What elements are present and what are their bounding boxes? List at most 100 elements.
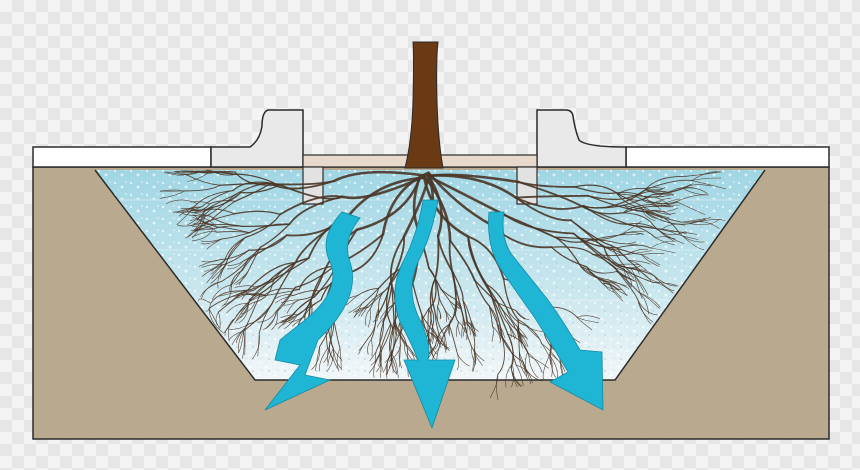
root-strand (472, 348, 475, 372)
root-strand (580, 266, 603, 284)
root-strand (617, 193, 644, 207)
root-strand (497, 336, 505, 375)
root-strand (206, 302, 212, 312)
root-strand (292, 290, 320, 296)
root-strand (430, 328, 433, 343)
root-strand (669, 187, 694, 193)
root-strand (394, 321, 410, 348)
root-strand (503, 311, 520, 332)
root-strand (264, 288, 300, 296)
root-strand (368, 353, 380, 374)
root-strand (392, 319, 396, 333)
root-strand (645, 179, 692, 191)
root-strand (587, 189, 647, 201)
root-strand (608, 279, 630, 289)
root-strand (208, 308, 220, 329)
root-strand (440, 288, 455, 299)
root-strand (467, 235, 505, 280)
root-strand (630, 268, 645, 293)
root-strand (682, 187, 708, 195)
root-strand (360, 304, 368, 317)
root-strand (601, 282, 623, 290)
root-strand (240, 184, 281, 194)
root-strand (449, 239, 476, 282)
root-strand (437, 290, 445, 310)
root-strand (628, 223, 664, 234)
root-strand (528, 355, 539, 379)
root-strand (485, 283, 508, 311)
root-strand (669, 183, 692, 193)
root-strand (434, 310, 440, 335)
root-strand (491, 326, 494, 342)
root-strand (238, 330, 245, 354)
root-strand (367, 309, 371, 328)
root-strand (295, 296, 316, 312)
root-strand (428, 328, 433, 346)
root-strand (398, 345, 402, 369)
root-strand (257, 311, 277, 323)
root-strand (394, 319, 398, 336)
root-strand (208, 308, 224, 333)
root-strand (473, 279, 490, 307)
water-flow-arrow-left (264, 211, 361, 411)
root-strand (223, 290, 244, 306)
root-strand (388, 324, 395, 354)
root-strand (507, 333, 530, 357)
root-strand (202, 213, 236, 224)
root-strand (165, 199, 198, 205)
root-strand (650, 198, 672, 205)
root-strand (689, 218, 720, 226)
root-strand (183, 184, 221, 192)
root-strand (603, 247, 625, 270)
root-strand (375, 308, 379, 324)
root-strand (421, 313, 437, 336)
root-strand (652, 224, 672, 239)
root-strand (248, 234, 288, 251)
pavement-left (32, 146, 212, 168)
root-strand (627, 259, 651, 265)
root-strand (319, 347, 328, 372)
tree-trunk (404, 41, 444, 169)
planting-pit (94, 169, 766, 381)
root-strand (613, 267, 640, 293)
root-strand (616, 242, 638, 246)
root-strand (427, 175, 507, 217)
root-strand (589, 239, 618, 244)
root-strand (356, 287, 380, 297)
root-strand (655, 237, 675, 246)
root-strand (610, 249, 625, 257)
root-strand (377, 321, 384, 347)
root-strand (456, 350, 459, 371)
root-strand (622, 230, 645, 234)
root-strand (609, 283, 624, 302)
root-strand (365, 309, 371, 327)
root-strand (198, 170, 236, 173)
root-strand (443, 308, 447, 323)
root-strand (592, 253, 619, 266)
root-strand (504, 214, 575, 235)
root-strand (654, 207, 679, 212)
root-strand (644, 186, 664, 189)
root-strand (608, 279, 628, 296)
root-strand (549, 354, 553, 377)
root-strand (616, 244, 651, 249)
root-strand (245, 295, 267, 305)
root-strand (507, 333, 514, 365)
root-strand (361, 287, 380, 304)
root-strand (345, 295, 358, 306)
root-strand (237, 173, 278, 185)
root-strand (467, 321, 476, 337)
root-strand (669, 231, 699, 240)
root-strand (326, 341, 332, 363)
root-strand (191, 203, 210, 211)
root-strand (496, 323, 505, 338)
root-strand (200, 238, 223, 242)
root-strand (185, 174, 221, 186)
root-strand (518, 330, 529, 347)
root-strand (238, 303, 249, 323)
root-strand (625, 248, 649, 256)
root-strand (376, 308, 380, 322)
root-strand (615, 267, 630, 280)
